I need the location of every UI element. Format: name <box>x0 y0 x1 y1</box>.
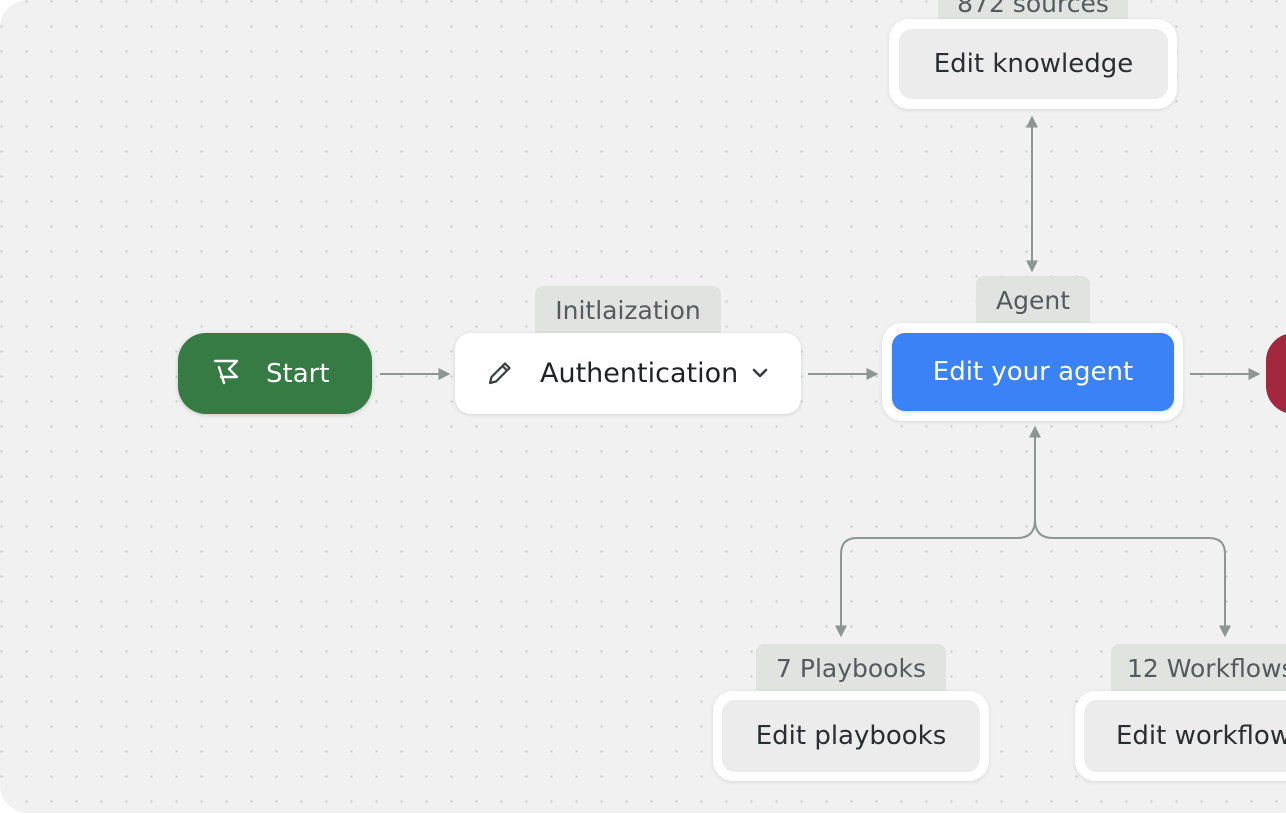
edit-playbooks-button[interactable]: Edit playbooks <box>722 700 980 772</box>
edge-branch-workflows <box>1034 519 1231 638</box>
initialization-group-label-text: Initlaization <box>555 295 701 325</box>
edit-agent-label: Edit your agent <box>932 357 1134 387</box>
start-label: Start <box>266 358 330 389</box>
edit-workflows-label: Edit workflows <box>1116 721 1286 751</box>
edit-knowledge-button[interactable]: Edit knowledge <box>899 29 1168 99</box>
edit-playbooks-label: Edit playbooks <box>755 721 947 751</box>
pencil-icon <box>488 362 511 385</box>
start-node[interactable]: Start <box>178 333 372 414</box>
flag-icon <box>213 359 239 385</box>
knowledge-group-label-text: 872 sources <box>957 0 1109 18</box>
edit-agent-button[interactable]: Edit your agent <box>892 333 1174 411</box>
playbooks-group-label: 7 Playbooks <box>756 644 946 692</box>
workflows-group-label-text: 12 Workflows <box>1127 653 1286 683</box>
initialization-group-label: Initlaization <box>535 286 721 334</box>
edge-branch-playbooks <box>835 519 1036 638</box>
authentication-node[interactable]: Authentication <box>455 333 801 414</box>
agent-group-label-text: Agent <box>996 285 1070 315</box>
knowledge-group-label: 872 sources <box>938 0 1128 20</box>
edit-workflows-button[interactable]: Edit workflows <box>1084 700 1286 772</box>
workflows-group-label: 12 Workflows <box>1111 644 1286 692</box>
end-node[interactable] <box>1266 333 1286 414</box>
authentication-label: Authentication <box>540 358 739 389</box>
chevron-down-icon[interactable] <box>748 361 772 385</box>
playbooks-group-label-text: 7 Playbooks <box>776 653 926 683</box>
agent-group-label: Agent <box>976 276 1090 324</box>
edit-knowledge-label: Edit knowledge <box>933 49 1134 79</box>
